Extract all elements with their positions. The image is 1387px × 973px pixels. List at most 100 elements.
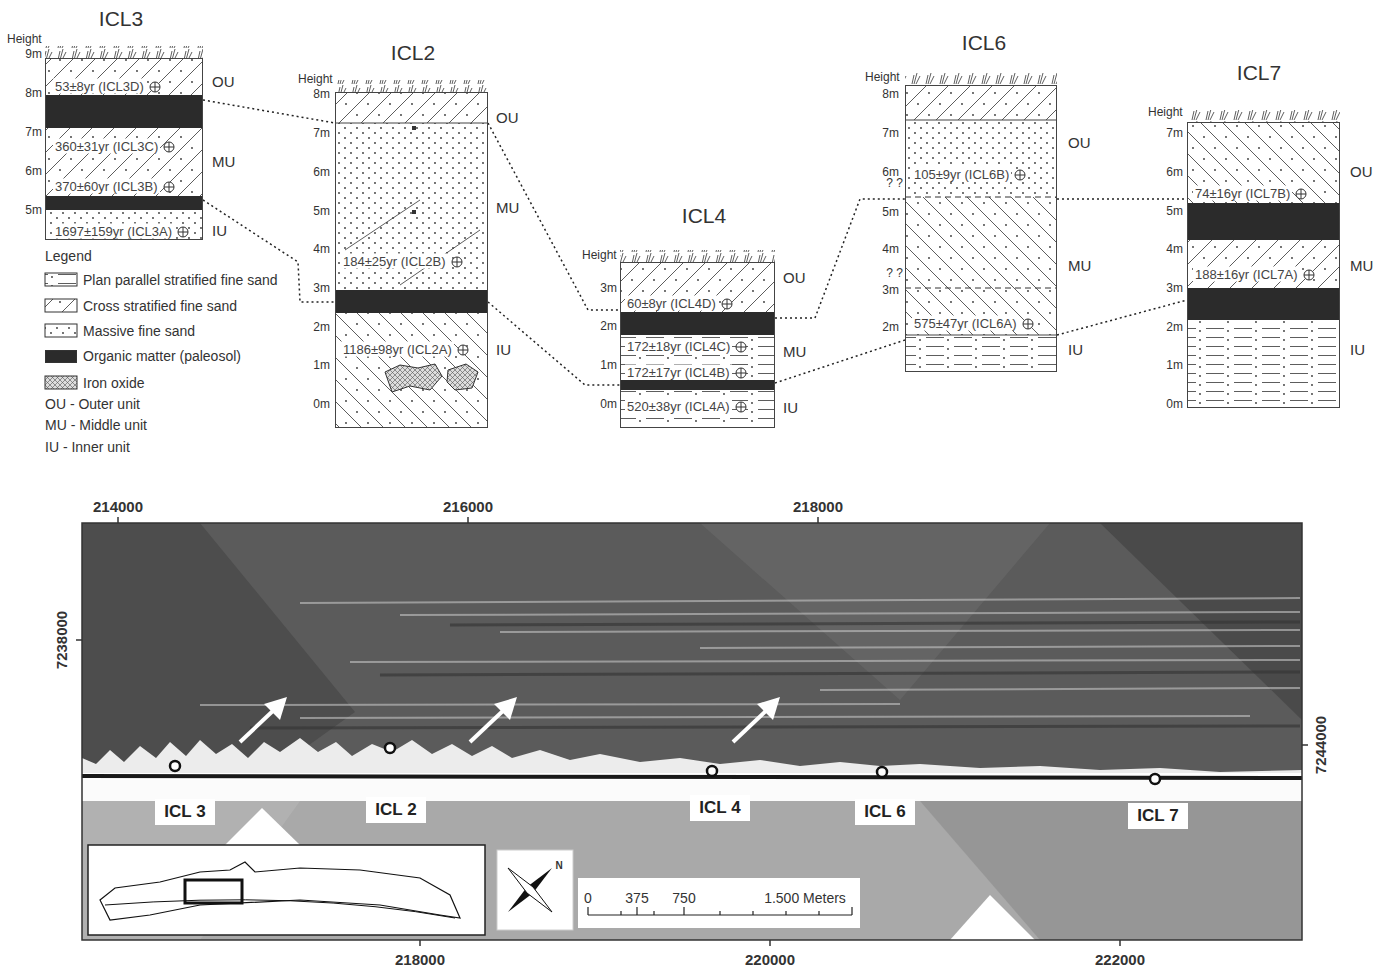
sample-symbol [735, 401, 747, 413]
section-column: ICL353±8yr (ICL3D)360±31yr (ICL3C)370±60… [45, 58, 203, 240]
legend-text: OU - Outer unit [45, 396, 140, 412]
height-axis-title: Height [582, 249, 617, 263]
height-label: 8m [882, 88, 899, 102]
scale-label: 0 [584, 890, 592, 906]
height-label: 1m [600, 359, 617, 373]
column-title: ICL6 [962, 31, 1006, 54]
unit-label: IU [212, 222, 227, 239]
correlation-line [775, 199, 905, 318]
unit-label: IU [496, 341, 511, 358]
age-label: 74±16yr (ICL7B) [1193, 186, 1292, 201]
sample-symbol [1014, 169, 1026, 181]
sample-symbol [163, 141, 175, 153]
sample-symbol [457, 344, 469, 356]
height-label: 7m [1166, 127, 1183, 141]
axis-coordinate: 218000 [793, 498, 843, 515]
height-label: 8m [313, 88, 330, 102]
height-label: 5m [25, 204, 42, 218]
legend-text: Cross stratified fine sand [83, 298, 237, 314]
unit-label: IU [783, 399, 798, 416]
height-label: 6m [25, 165, 42, 179]
sample-symbol [1295, 188, 1307, 200]
axis-coordinate: 220000 [745, 951, 795, 968]
correlation-line [1057, 300, 1187, 335]
height-label: 7m [882, 127, 899, 141]
sample-symbol [149, 81, 161, 93]
site-label: ICL 3 [164, 802, 205, 821]
age-label: 53±8yr (ICL3D) [53, 79, 146, 94]
height-axis-title: Height [865, 71, 900, 85]
age-label: 184±25yr (ICL2B) [341, 254, 448, 269]
axis-coordinate: 222000 [1095, 951, 1145, 968]
height-label: 2m [313, 321, 330, 335]
height-label: 9m [25, 48, 42, 62]
site-label-box: ICL 4 [690, 795, 749, 822]
column-title: ICL3 [99, 7, 143, 30]
height-label: 3m [600, 282, 617, 296]
site-label: ICL 2 [375, 800, 416, 819]
unit-label: IU [1068, 341, 1083, 358]
unit-label: MU [212, 153, 235, 170]
scale-label: 750 [672, 890, 695, 906]
height-label: 5m [1166, 205, 1183, 219]
age-label: 105±9yr (ICL6B) [912, 167, 1011, 182]
correlation-line [488, 123, 620, 310]
sample-symbol [177, 226, 189, 238]
age-label: 575±47yr (ICL6A) [912, 316, 1019, 331]
height-label: 4m [1166, 243, 1183, 257]
legend-pattern-swatches [45, 273, 77, 389]
unit-label: MU [1068, 257, 1091, 274]
height-label: 2m [600, 320, 617, 334]
unit-label: OU [212, 73, 235, 90]
section-column: ICL774±16yr (ICL7B)188±16yr (ICL7A) [1187, 122, 1340, 408]
unit-label: OU [1068, 134, 1091, 151]
height-label: 5m [313, 205, 330, 219]
column-title: ICL2 [391, 41, 435, 64]
height-axis-title: Height [298, 73, 333, 87]
axis-coordinate: 7244000 [1312, 716, 1329, 774]
section-column: ICL2184±25yr (ICL2B)1186±98yr (ICL2A) [335, 92, 488, 428]
section-fills [45, 46, 1340, 428]
section-column: ICL460±8yr (ICL4D)172±18yr (ICL4C)172±17… [620, 262, 775, 428]
height-label: 3m [1166, 282, 1183, 296]
height-label: 4m [882, 243, 899, 257]
legend-text: IU - Inner unit [45, 439, 130, 455]
axis-coordinate: 216000 [443, 498, 493, 515]
axis-coordinate: 214000 [93, 498, 143, 515]
correlation-line [488, 302, 620, 385]
aerial-photo [76, 517, 1308, 946]
age-label: 60±8yr (ICL4D) [625, 296, 718, 311]
height-label: 3m [882, 284, 899, 298]
legend-text: Organic matter (paleosol) [83, 348, 241, 364]
height-label: 2m [882, 321, 899, 335]
column-title: ICL4 [682, 204, 726, 227]
scale-label: 375 [625, 890, 648, 906]
height-label: 4m [313, 243, 330, 257]
age-label: 1186±98yr (ICL2A) [341, 342, 454, 357]
site-label-box: ICL 7 [1128, 803, 1187, 830]
site-label: ICL 7 [1137, 806, 1178, 825]
height-axis-title: Height [7, 33, 42, 47]
height-label: 7m [313, 127, 330, 141]
section-column: ICL6105±9yr (ICL6B)575±47yr (ICL6A) [905, 85, 1057, 372]
correlation-line [1057, 198, 1187, 200]
sample-symbol [735, 367, 747, 379]
scale-label: 1.500 Meters [764, 890, 846, 906]
height-label: 3m [313, 282, 330, 296]
age-label: 360±31yr (ICL3C) [53, 139, 160, 154]
correlation-line [775, 340, 905, 383]
age-label: 172±18yr (ICL4C) [625, 339, 732, 354]
uncertain-mark: ? ? [886, 267, 903, 281]
sample-symbol [163, 181, 175, 193]
sample-symbol [451, 256, 463, 268]
unit-label: MU [496, 199, 519, 216]
height-label: 7m [25, 126, 42, 140]
height-label: 0m [1166, 398, 1183, 412]
age-label: 1697±159yr (ICL3A) [53, 224, 174, 239]
legend-swatch [45, 350, 77, 363]
sample-symbol [1022, 318, 1034, 330]
correlation-line [203, 100, 335, 123]
age-label: 172±17yr (ICL4B) [625, 365, 732, 380]
site-label-box: ICL 2 [366, 797, 425, 824]
axis-coordinate: 218000 [395, 951, 445, 968]
